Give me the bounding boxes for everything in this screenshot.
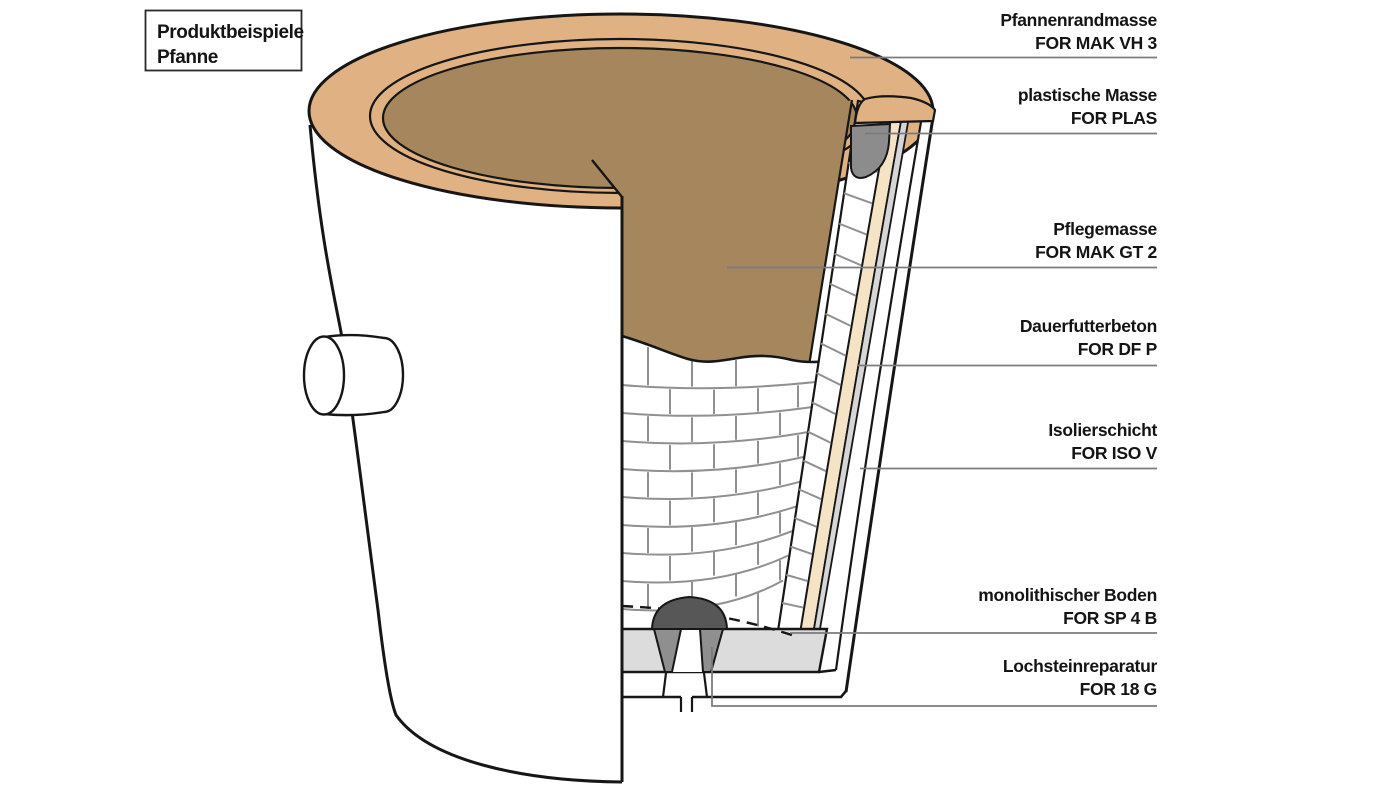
label-name: Isolierschicht xyxy=(1048,420,1157,440)
brick-joint xyxy=(829,282,858,298)
brick-joint xyxy=(802,459,828,473)
brick-joint xyxy=(794,517,818,529)
brick-joint xyxy=(786,573,809,583)
label-isolierschicht: Isolierschicht FOR ISO V xyxy=(1048,420,1158,463)
label-name: Dauerfutterbeton xyxy=(1020,316,1157,336)
label-product: FOR MAK VH 3 xyxy=(1035,33,1157,53)
label-pfannenrandmasse: Pfannenrandmasse FOR MAK VH 3 xyxy=(1000,10,1158,53)
rim-cut-face-right xyxy=(853,95,937,125)
label-product: FOR MAK GT 2 xyxy=(1035,242,1157,262)
brick-joint xyxy=(825,312,853,328)
label-monolithischer-boden: monolithischer Boden FOR SP 4 B xyxy=(978,585,1157,628)
label-pflegemasse: Pflegemasse FOR MAK GT 2 xyxy=(1035,219,1158,262)
label-product: FOR PLAS xyxy=(1071,108,1157,128)
brick-joint xyxy=(790,545,814,556)
label-product: FOR ISO V xyxy=(1071,443,1157,463)
label-dauerfutterbeton: Dauerfutterbeton FOR DF P xyxy=(1020,316,1158,359)
label-name: monolithischer Boden xyxy=(978,585,1157,605)
label-product: FOR 18 G xyxy=(1080,679,1157,699)
brick-joint xyxy=(843,192,874,205)
brick-joint xyxy=(811,401,837,416)
label-product: FOR DF P xyxy=(1078,339,1158,359)
legend-line1: Produktbeispiele xyxy=(157,22,304,43)
steel-shell-section xyxy=(834,110,936,693)
brick-joint xyxy=(838,222,868,236)
brick-course xyxy=(621,405,819,417)
leader-lochsteinreparatur xyxy=(711,647,1157,707)
label-product: FOR SP 4 B xyxy=(1063,608,1157,628)
ladle-outer-shell xyxy=(308,118,623,784)
leader-lines xyxy=(711,56,1157,707)
hidden-bottom-dashed-line xyxy=(621,604,796,638)
repair-dome xyxy=(650,595,729,630)
brick-course xyxy=(621,479,804,500)
brick-joint xyxy=(781,602,805,609)
brick-course xyxy=(621,529,794,556)
label-name: Lochsteinreparatur xyxy=(1003,656,1158,676)
shell-bottom-lines xyxy=(622,668,847,712)
label-plastische-masse: plastische Masse FOR PLAS xyxy=(1018,85,1158,128)
legend-box: Produktbeispiele Pfanne xyxy=(144,9,304,72)
brick-joint xyxy=(798,488,823,501)
section-layer-stack xyxy=(776,99,936,693)
legend-line2: Pfanne xyxy=(157,47,218,68)
brick-course xyxy=(621,430,814,445)
brick-joint xyxy=(816,372,842,387)
layer-labels: Pfannenrandmasse FOR MAK VH 3 plastische… xyxy=(978,10,1158,699)
trunnion xyxy=(302,334,405,417)
brick-course xyxy=(621,454,809,473)
label-name: Pfannenrandmasse xyxy=(1000,10,1157,30)
label-name: plastische Masse xyxy=(1018,85,1158,105)
brick-joint xyxy=(807,430,833,445)
label-lochsteinreparatur: Lochsteinreparatur FOR 18 G xyxy=(1003,656,1158,699)
brick-course xyxy=(621,554,789,584)
brick-joint xyxy=(834,252,863,267)
brick-course xyxy=(621,504,799,528)
brick-joint xyxy=(820,342,847,357)
brick-course xyxy=(621,380,824,390)
plastic-mass-blob xyxy=(850,122,892,179)
bottom-assembly xyxy=(620,595,847,712)
monolithic-bottom-slab xyxy=(620,627,829,674)
label-name: Pflegemasse xyxy=(1053,219,1157,239)
